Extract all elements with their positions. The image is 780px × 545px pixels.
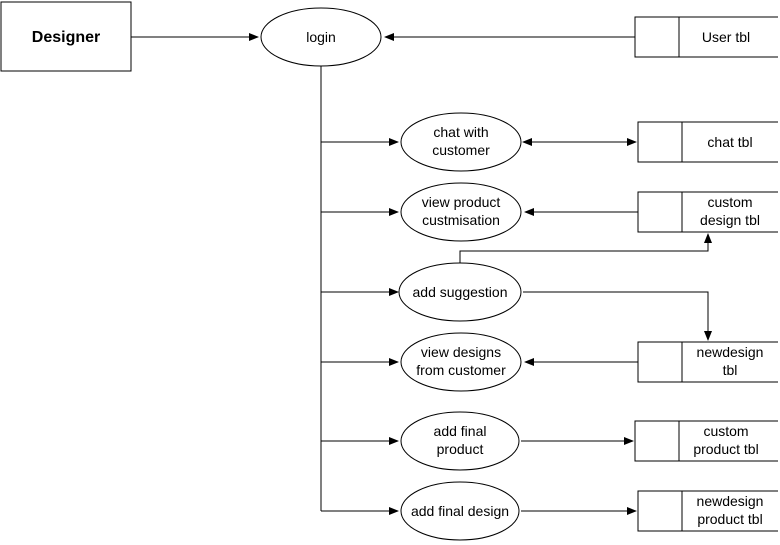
process-label-line-1: chat with [433, 124, 488, 140]
process-label-line-2: product [437, 441, 484, 457]
datastore-newdesign-tbl: newdesign tbl [637, 341, 778, 383]
process-chat-with-customer: chat with customer [400, 112, 522, 172]
process-view-product-customisation: view product custmisation [400, 182, 522, 242]
process-login: login [260, 7, 382, 67]
datastore-newdesign-product-tbl: newdesign product tbl [637, 490, 778, 532]
datastore-label-line-1: newdesign [697, 493, 764, 509]
process-label: add final design [411, 503, 509, 519]
connectors [131, 33, 712, 515]
flow-suggestion-to-custom-design [459, 233, 712, 263]
process-label-line-1: add final [434, 423, 487, 439]
datastore-label-line-2: product tbl [697, 511, 762, 527]
datastore-label: chat tbl [707, 134, 752, 150]
datastore-user-tbl: User tbl [634, 16, 778, 58]
process-label-line-2: from customer [416, 362, 506, 378]
datastore-label-line-2: product tbl [693, 441, 758, 457]
datastore-custom-design-tbl: custom design tbl [637, 191, 778, 233]
process-label: login [306, 29, 336, 45]
datastore-label-line-2: tbl [723, 362, 738, 378]
external-entity-designer: Designer [0, 1, 132, 72]
process-label-line-2: custmisation [422, 212, 500, 228]
datastore-custom-product-tbl: custom product tbl [634, 420, 778, 462]
datastore-label-line-2: design tbl [700, 212, 760, 228]
flow-suggestion-to-newdesign [523, 291, 712, 341]
external-entity-label: Designer [32, 29, 100, 46]
process-add-suggestion: add suggestion [398, 262, 522, 322]
process-view-designs-from-customer: view designs from customer [400, 332, 522, 392]
process-label: add suggestion [413, 284, 508, 300]
datastore-label-line-1: custom [703, 423, 748, 439]
datastore-label-line-1: newdesign [697, 344, 764, 360]
process-label-line-2: customer [432, 142, 490, 158]
datastore-chat-tbl: chat tbl [637, 121, 778, 163]
process-add-final-product: add final product [400, 411, 520, 471]
datastore-label: User tbl [702, 29, 750, 45]
datastore-label-line-1: custom [707, 194, 752, 210]
process-add-final-design: add final design [400, 481, 520, 541]
process-label-line-1: view product [422, 194, 501, 210]
process-label-line-1: view designs [421, 344, 501, 360]
